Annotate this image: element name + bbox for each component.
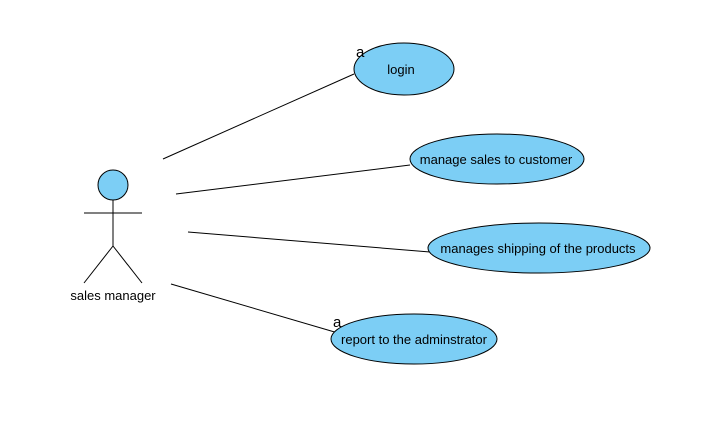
association-login: [162, 73, 355, 160]
use-case-login-marker: a: [356, 44, 365, 61]
use-case-report-ellipse: [330, 313, 498, 365]
actor-right-leg: [112, 245, 143, 284]
use-case-login-ellipse: [353, 42, 455, 96]
use-case-manage-sales-label: manage sales to customer: [420, 152, 573, 167]
use-case-shipping-ellipse: [427, 222, 651, 274]
use-case-login-label: login: [387, 62, 414, 77]
use-case-login[interactable]: login a: [353, 42, 455, 96]
use-case-shipping-label: manages shipping of the products: [440, 241, 636, 256]
use-case-report[interactable]: report to the adminstrator a: [330, 313, 498, 365]
association-manage-sales: [175, 164, 411, 195]
actor-label: sales manager: [70, 288, 156, 303]
actor-sales-manager[interactable]: sales manager: [70, 169, 156, 303]
use-case-shipping[interactable]: manages shipping of the products: [427, 222, 651, 274]
use-case-manage-sales-ellipse: [409, 133, 585, 185]
association-report: [170, 283, 339, 334]
use-case-report-marker: a: [333, 314, 342, 331]
use-case-manage-sales[interactable]: manage sales to customer: [409, 133, 585, 185]
actor-head: [97, 169, 129, 201]
use-case-report-label: report to the adminstrator: [341, 332, 488, 347]
actor-left-leg: [83, 245, 114, 284]
association-shipping: [187, 231, 431, 253]
